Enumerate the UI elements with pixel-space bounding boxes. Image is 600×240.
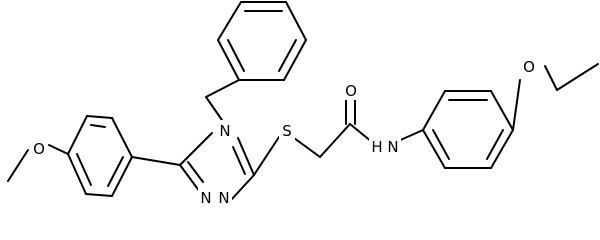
svg-text:H: H	[371, 138, 382, 156]
svg-text:N: N	[200, 189, 211, 207]
svg-text:S: S	[282, 122, 292, 140]
bonds	[7, 1, 599, 200]
atom-label-n-triazole-1: N	[198, 187, 214, 207]
atom-label-n-triazole-4: N	[217, 120, 233, 140]
svg-text:N: N	[219, 122, 230, 140]
atom-label-s-thioether: S	[279, 120, 295, 140]
svg-text:O: O	[345, 82, 357, 100]
atom-label-n-amide: N	[385, 136, 401, 156]
svg-text:O: O	[33, 140, 45, 158]
atom-label-o-ether-right: O	[521, 56, 537, 76]
svg-text:N: N	[387, 138, 398, 156]
atom-label-o-ether-left: O	[31, 138, 47, 158]
svg-text:N: N	[218, 189, 229, 207]
atom-label-h-amide: H	[369, 136, 385, 156]
chemical-structure-diagram: O N S O N H O N N	[7, 1, 599, 207]
atom-label-n-triazole-2: N	[216, 187, 232, 207]
atom-label-o-carbonyl: O	[343, 80, 359, 100]
svg-text:O: O	[523, 58, 535, 76]
